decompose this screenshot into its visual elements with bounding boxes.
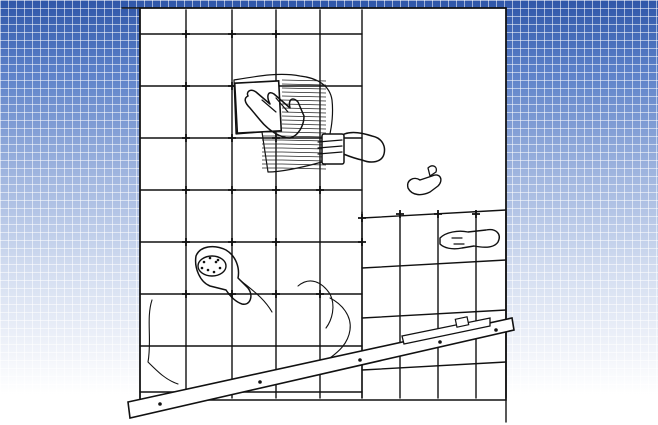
tile-being-placed <box>235 81 282 133</box>
